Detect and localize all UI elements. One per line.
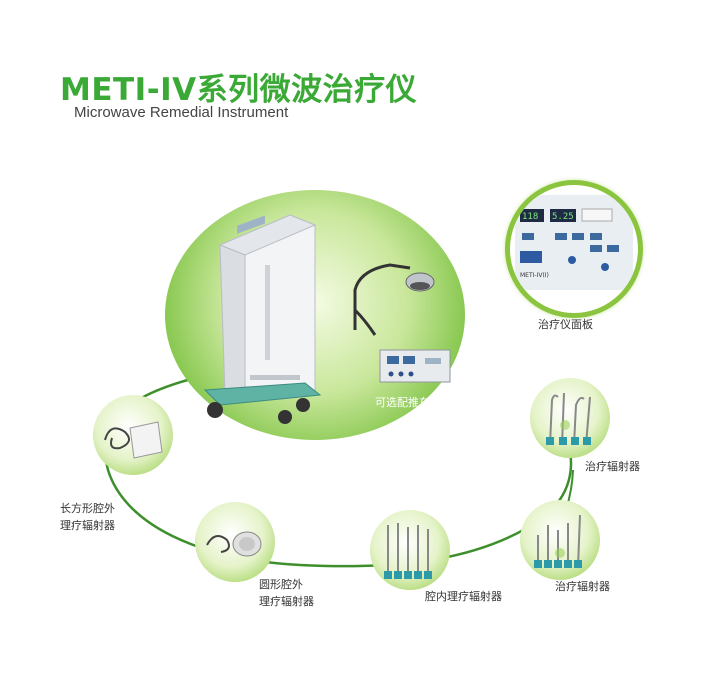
page-title: METI-IV系列微波治疗仪: [60, 72, 418, 108]
panel-model-text: METI-IV(I): [520, 272, 549, 279]
panel-circle: 118 5.25 METI-IV(I): [505, 180, 643, 318]
accessory-label-5: 治疗辐射器: [555, 578, 610, 595]
cart-device-image: [353, 263, 451, 383]
accessory-label-1-line-1: 长方形腔外: [60, 502, 115, 515]
page-subtitle: Microwave Remedial Instrument: [74, 104, 289, 121]
panel-display-1: 118: [522, 212, 538, 222]
accessory-label-1: 长方形腔外 理疗辐射器: [60, 500, 115, 534]
main-device-image: [203, 214, 322, 424]
accessory-label-2-line-2: 理疗辐射器: [259, 595, 314, 608]
accessory-label-5-line-1: 治疗辐射器: [555, 580, 610, 593]
accessory-label-3: 腔内理疗辐射器: [425, 588, 502, 605]
accessory-label-1-line-2: 理疗辐射器: [60, 519, 115, 532]
panel-caption: 治疗仪面板: [538, 318, 593, 331]
panel-image: 118 5.25 METI-IV(I): [515, 195, 633, 290]
accessory-label-4: 治疗辐射器: [585, 458, 640, 475]
accessory-label-4-line-1: 治疗辐射器: [585, 460, 640, 473]
panel-display-2: 5.25: [552, 212, 574, 222]
accessory-label-2: 圆形腔外 理疗辐射器: [259, 576, 314, 610]
decorative-dot: [560, 420, 570, 430]
round-radiator-image: [206, 531, 262, 557]
treatment-radiator-image-2: [534, 514, 582, 568]
treatment-radiator-image-1: [546, 392, 591, 446]
cart-caption: 可选配推车: [375, 396, 430, 409]
intracavity-radiator-image: [384, 523, 432, 579]
decorative-dot: [555, 548, 565, 558]
rectangular-radiator-image: [104, 421, 163, 459]
accessory-label-2-line-1: 圆形腔外: [259, 578, 303, 591]
accessory-label-3-line-1: 腔内理疗辐射器: [425, 590, 502, 603]
accessory-circle-4: [530, 378, 610, 458]
